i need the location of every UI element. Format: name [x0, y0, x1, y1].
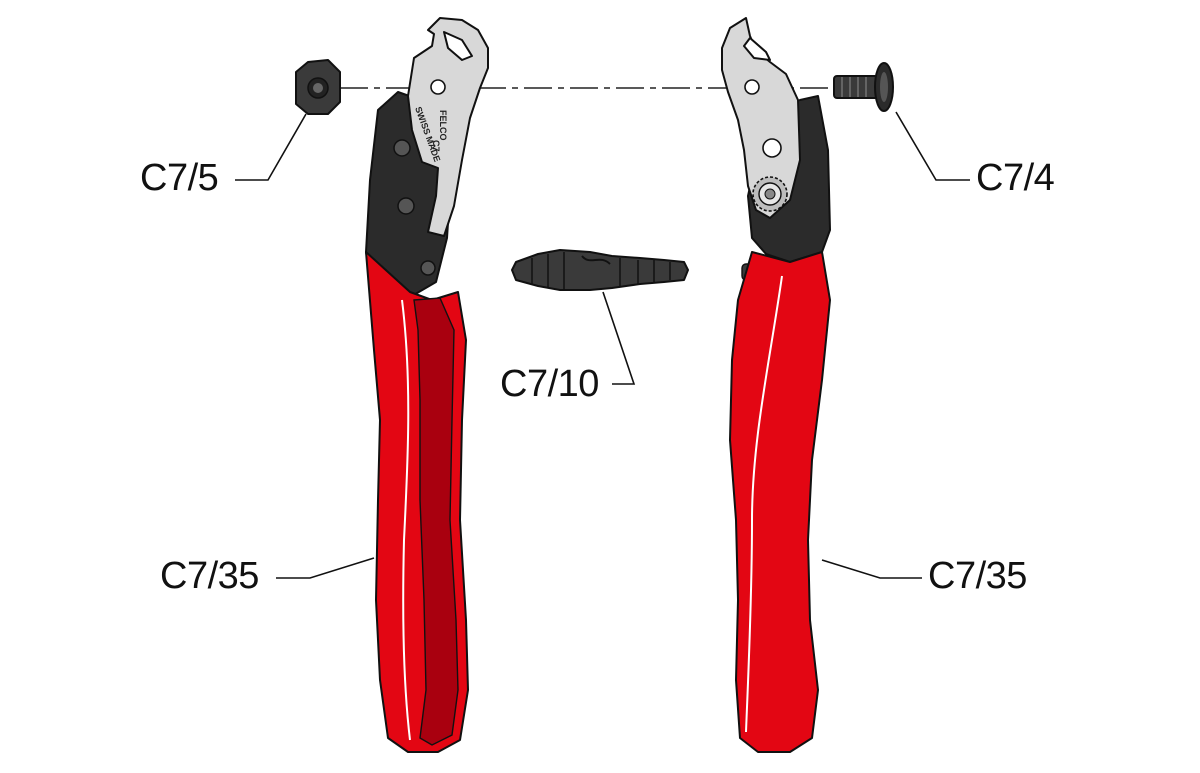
left-handle-channel	[413, 297, 459, 746]
left-pivot-hole	[430, 79, 446, 95]
left-engraving-model: C7	[431, 140, 441, 152]
right-tool-half	[721, 17, 831, 753]
label-spring: C7/10	[500, 363, 599, 405]
adjustment-wheel	[752, 176, 788, 212]
left-rivet-bottom	[397, 197, 415, 215]
left-spring-seat	[420, 260, 436, 276]
spring-icon	[511, 249, 689, 291]
right-adjust-hole	[762, 138, 782, 158]
bolt-icon	[833, 62, 894, 112]
label-right-handle: C7/35	[928, 555, 1027, 597]
label-bolt: C7/4	[976, 157, 1055, 199]
right-blade-notch	[743, 37, 771, 61]
left-blade	[407, 17, 489, 237]
hex-nut-icon	[295, 59, 341, 115]
leader-bolt	[895, 111, 970, 181]
right-handle-grip	[729, 251, 831, 753]
right-pivot-hole	[744, 79, 760, 95]
leader-nut	[235, 113, 307, 181]
left-tool-half: SWISS MADE FELCO C7	[365, 17, 489, 753]
label-nut: C7/5	[140, 157, 218, 199]
leader-spring	[602, 291, 636, 385]
right-handle-highlight	[745, 275, 783, 733]
label-left-handle: C7/35	[160, 555, 259, 597]
leader-left-handle	[276, 557, 375, 579]
left-blade-notch	[443, 31, 473, 61]
left-rivet-top	[393, 139, 411, 157]
left-handle-highlight	[401, 299, 411, 741]
left-engraving-brand: FELCO	[438, 110, 448, 141]
leader-right-handle	[821, 559, 922, 579]
